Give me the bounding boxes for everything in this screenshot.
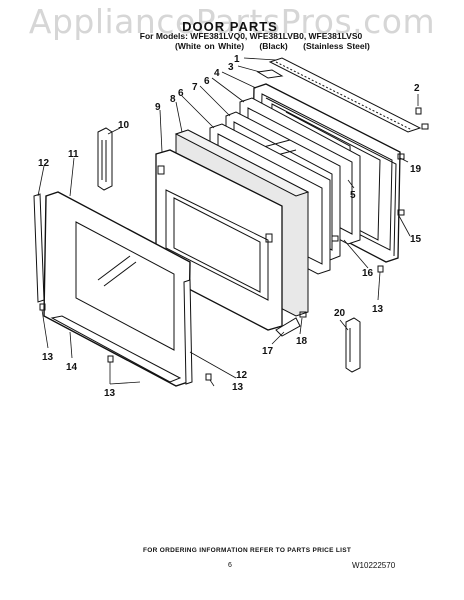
part-top-bracket[interactable] [256, 69, 284, 79]
part-outer-door-panel[interactable] [43, 191, 191, 387]
callout-12-left: 12 [38, 158, 50, 169]
callout-18: 18 [296, 336, 308, 347]
callout-15: 15 [410, 234, 422, 245]
callout-17: 17 [262, 346, 274, 357]
part-right-hinge[interactable] [345, 317, 361, 373]
screws [39, 107, 429, 381]
callout-labels: 1 2 3 4 5 6 6 7 8 9 10 11 12 12 13 13 13… [38, 54, 422, 399]
callout-13-left: 13 [42, 352, 54, 363]
callout-14: 14 [66, 362, 78, 373]
callout-9: 9 [155, 102, 161, 113]
callout-19: 19 [410, 164, 422, 175]
leader-lines [37, 57, 419, 387]
callout-11: 11 [68, 149, 79, 160]
callout-7: 7 [192, 82, 198, 93]
finish-stainless: (Stainless Steel) [303, 41, 370, 51]
callout-1: 1 [234, 54, 240, 65]
callout-10: 10 [118, 120, 130, 131]
part-side-trim-left[interactable] [33, 193, 45, 303]
callout-3: 3 [228, 62, 234, 73]
callout-6-left: 6 [178, 88, 184, 99]
callout-6-right: 6 [204, 76, 210, 87]
document-part-number: W10222570 [352, 561, 396, 570]
part-lower-bracket[interactable] [275, 317, 301, 337]
callout-12-right: 12 [236, 370, 248, 381]
finish-list: (White on White) (Black) (Stainless Stee… [175, 41, 382, 51]
part-left-hinge[interactable] [97, 127, 113, 191]
part-side-trim-right[interactable] [183, 279, 193, 385]
callout-4: 4 [214, 68, 220, 79]
callout-20: 20 [334, 308, 346, 319]
callout-16: 16 [362, 268, 374, 279]
finish-white: (White on White) [175, 41, 245, 51]
page-number: 6 [228, 562, 232, 569]
diagram-title: DOOR PARTS [182, 19, 278, 34]
callout-5: 5 [350, 190, 356, 201]
callout-13-bottom: 13 [104, 388, 116, 399]
model-list: For Models: WFE381LVQ0, WFE381LVB0, WFE3… [139, 31, 363, 41]
finish-black: (Black) [259, 41, 288, 51]
callout-13-lower-right: 13 [232, 382, 244, 393]
callout-13-right: 13 [372, 304, 384, 315]
watermark: AppliancePartsPros.com [28, 2, 436, 41]
callout-2: 2 [414, 83, 420, 94]
part-bottom-trim[interactable] [50, 315, 182, 383]
part-vent-trim[interactable] [268, 57, 422, 133]
ordering-note: FOR ORDERING INFORMATION REFER TO PARTS … [143, 547, 352, 554]
callout-8: 8 [170, 94, 176, 105]
